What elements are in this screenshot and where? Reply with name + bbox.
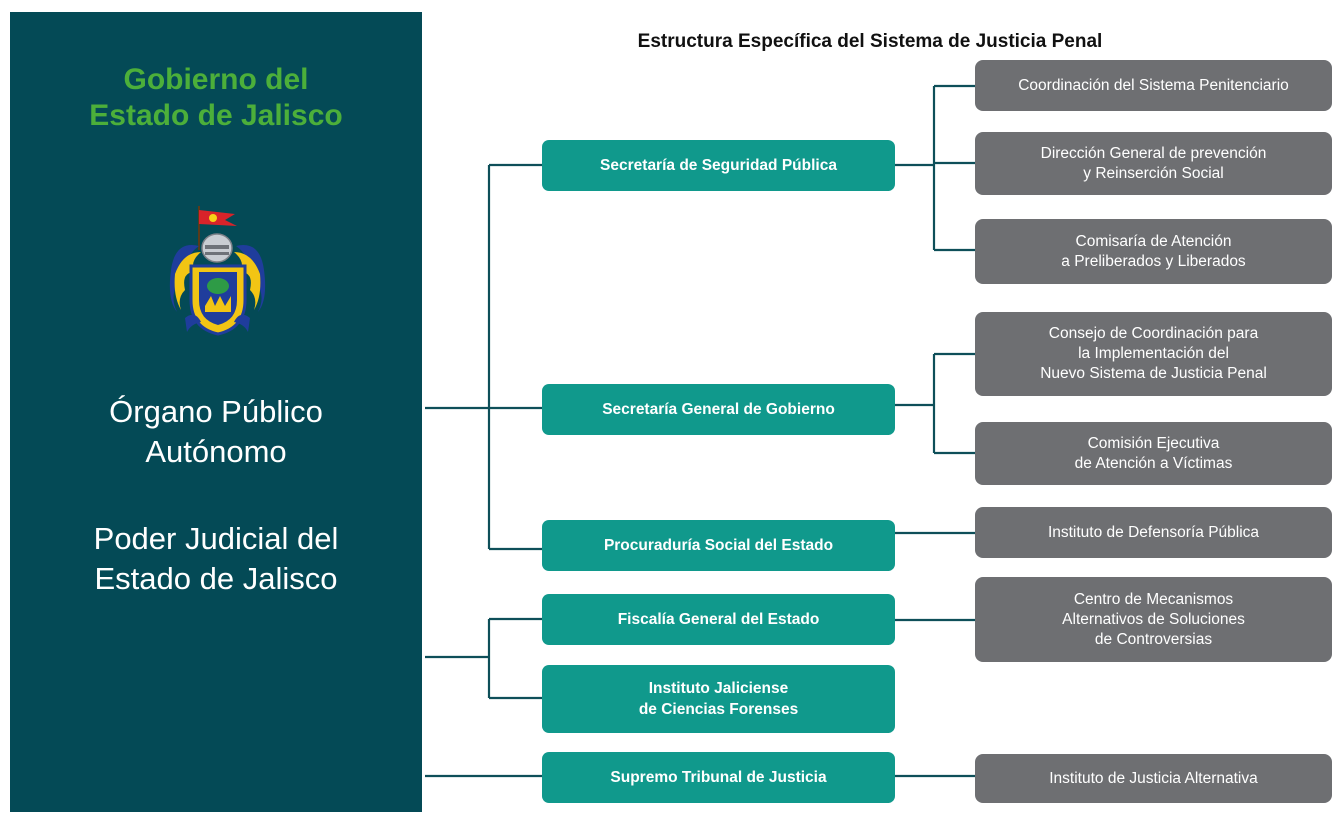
unit-label-line-2: la Implementación del: [1078, 345, 1229, 362]
government-title-line-1: Gobierno del: [123, 63, 309, 96]
unit-comision-victimas[interactable]: Comisión Ejecutiva de Atención a Víctima…: [975, 422, 1332, 485]
unit-label-line-3: de Controversias: [1094, 630, 1213, 648]
dept-secretaria-seguridad[interactable]: Secretaría de Seguridad Pública: [542, 140, 895, 191]
organo-line-1: Órgano Público: [109, 394, 323, 429]
unit-direccion-reinsercion[interactable]: Dirección General de prevención y Reinse…: [975, 132, 1332, 195]
government-title-line-2: Estado de Jalisco: [89, 99, 343, 132]
unit-label-line-2: y Reinserción Social: [1083, 164, 1224, 182]
dept-procuraduria-social[interactable]: Procuraduría Social del Estado: [542, 520, 895, 571]
unit-consejo-coordinacion[interactable]: Consejo de Coordinación para la Implemen…: [975, 312, 1332, 396]
organo-publico-autonomo: Órgano Público Autónomo: [10, 392, 422, 472]
dept-label: Procuraduría Social del Estado: [603, 537, 834, 554]
unit-label: Instituto de Defensoría Pública: [1047, 523, 1260, 541]
dept-fiscalia-general[interactable]: Fiscalía General del Estado: [542, 594, 895, 645]
unit-justicia-alternativa[interactable]: Instituto de Justicia Alternativa: [975, 754, 1332, 803]
dept-label: Secretaría de Seguridad Pública: [600, 157, 837, 174]
unit-label-line-1: Centro de Mecanismos: [1073, 590, 1234, 608]
dept-instituto-forenses[interactable]: Instituto Jaliciense de Ciencias Forense…: [542, 665, 895, 733]
unit-label-line-1: Comisaría de Atención: [1075, 232, 1232, 250]
unit-centro-mecanismos[interactable]: Centro de Mecanismos Alternativos de Sol…: [975, 577, 1332, 662]
unit-label-line-3: Nuevo Sistema de Justicia Penal: [1040, 365, 1267, 382]
organo-line-2: Autónomo: [145, 434, 287, 469]
dept-supremo-tribunal[interactable]: Supremo Tribunal de Justicia: [542, 752, 895, 803]
dept-label: Secretaría General de Gobierno: [602, 401, 835, 418]
unit-label-line-2: a Preliberados y Liberados: [1061, 252, 1246, 270]
left-panel: Gobierno del Estado de Jalisco Órgano Pú…: [10, 12, 422, 812]
unit-label-line-1: Comisión Ejecutiva: [1087, 434, 1220, 452]
unit-label-line-2: de Atención a Víctimas: [1074, 454, 1233, 472]
unit-label-line-1: Consejo de Coordinación para: [1048, 325, 1259, 342]
dept-label-line-2: de Ciencias Forenses: [638, 701, 799, 718]
dept-secretaria-gobierno[interactable]: Secretaría General de Gobierno: [542, 384, 895, 435]
dept-label: Supremo Tribunal de Justicia: [610, 769, 827, 786]
unit-coordinacion-penitenciario[interactable]: Coordinación del Sistema Penitenciario: [975, 60, 1332, 111]
unit-label: Instituto de Justicia Alternativa: [1049, 769, 1258, 787]
unit-defensoria-publica[interactable]: Instituto de Defensoría Pública: [975, 507, 1332, 558]
diagram-title: Estructura Específica del Sistema de Jus…: [637, 31, 1103, 52]
unit-comisaria-preliberados[interactable]: Comisaría de Atención a Preliberados y L…: [975, 219, 1332, 284]
poder-line-1: Poder Judicial del: [93, 521, 339, 556]
unit-label-line-1: Dirección General de prevención: [1040, 144, 1267, 162]
dept-label-line-1: Instituto Jaliciense: [648, 680, 789, 697]
government-title: Gobierno del Estado de Jalisco: [10, 62, 422, 134]
poder-line-2: Estado de Jalisco: [94, 561, 338, 596]
unit-label: Coordinación del Sistema Penitenciario: [1018, 76, 1289, 94]
unit-label-line-2: Alternativos de Soluciones: [1062, 610, 1245, 628]
dept-label: Fiscalía General del Estado: [617, 611, 820, 628]
poder-judicial: Poder Judicial del Estado de Jalisco: [10, 519, 422, 599]
jalisco-coat-of-arms-icon: [169, 206, 266, 336]
